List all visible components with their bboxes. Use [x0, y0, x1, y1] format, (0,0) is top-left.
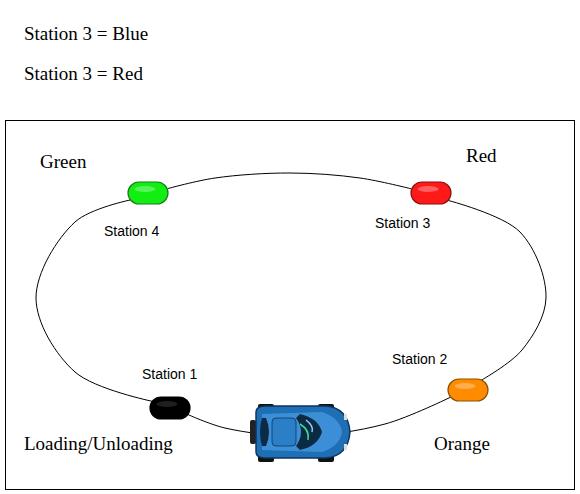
color-name: Red	[466, 145, 497, 167]
color-name: Orange	[434, 433, 490, 455]
color-name: Green	[40, 151, 86, 173]
station-oval	[447, 378, 489, 402]
station-name: Station 1	[142, 366, 197, 382]
note-label: Station 3 = Blue	[24, 23, 148, 45]
station-oval	[410, 181, 452, 205]
station-marker: Station 2Orange	[447, 378, 489, 402]
station-oval	[127, 181, 169, 205]
note-label: Station 3 = Red	[24, 63, 143, 85]
station-role: Loading/Unloading	[24, 433, 173, 455]
station-name: Station 4	[104, 223, 159, 239]
station-marker: RedStation 3	[410, 181, 452, 205]
station-marker: Station 1Loading/Unloading	[149, 396, 191, 420]
station-oval	[149, 396, 191, 420]
frame	[6, 121, 575, 490]
station-marker: GreenStation 4	[127, 181, 169, 205]
station-name: Station 3	[375, 215, 430, 231]
track-segment	[168, 173, 412, 189]
vehicle	[250, 404, 350, 462]
track-segment	[448, 200, 546, 380]
station-name: Station 2	[392, 351, 447, 367]
